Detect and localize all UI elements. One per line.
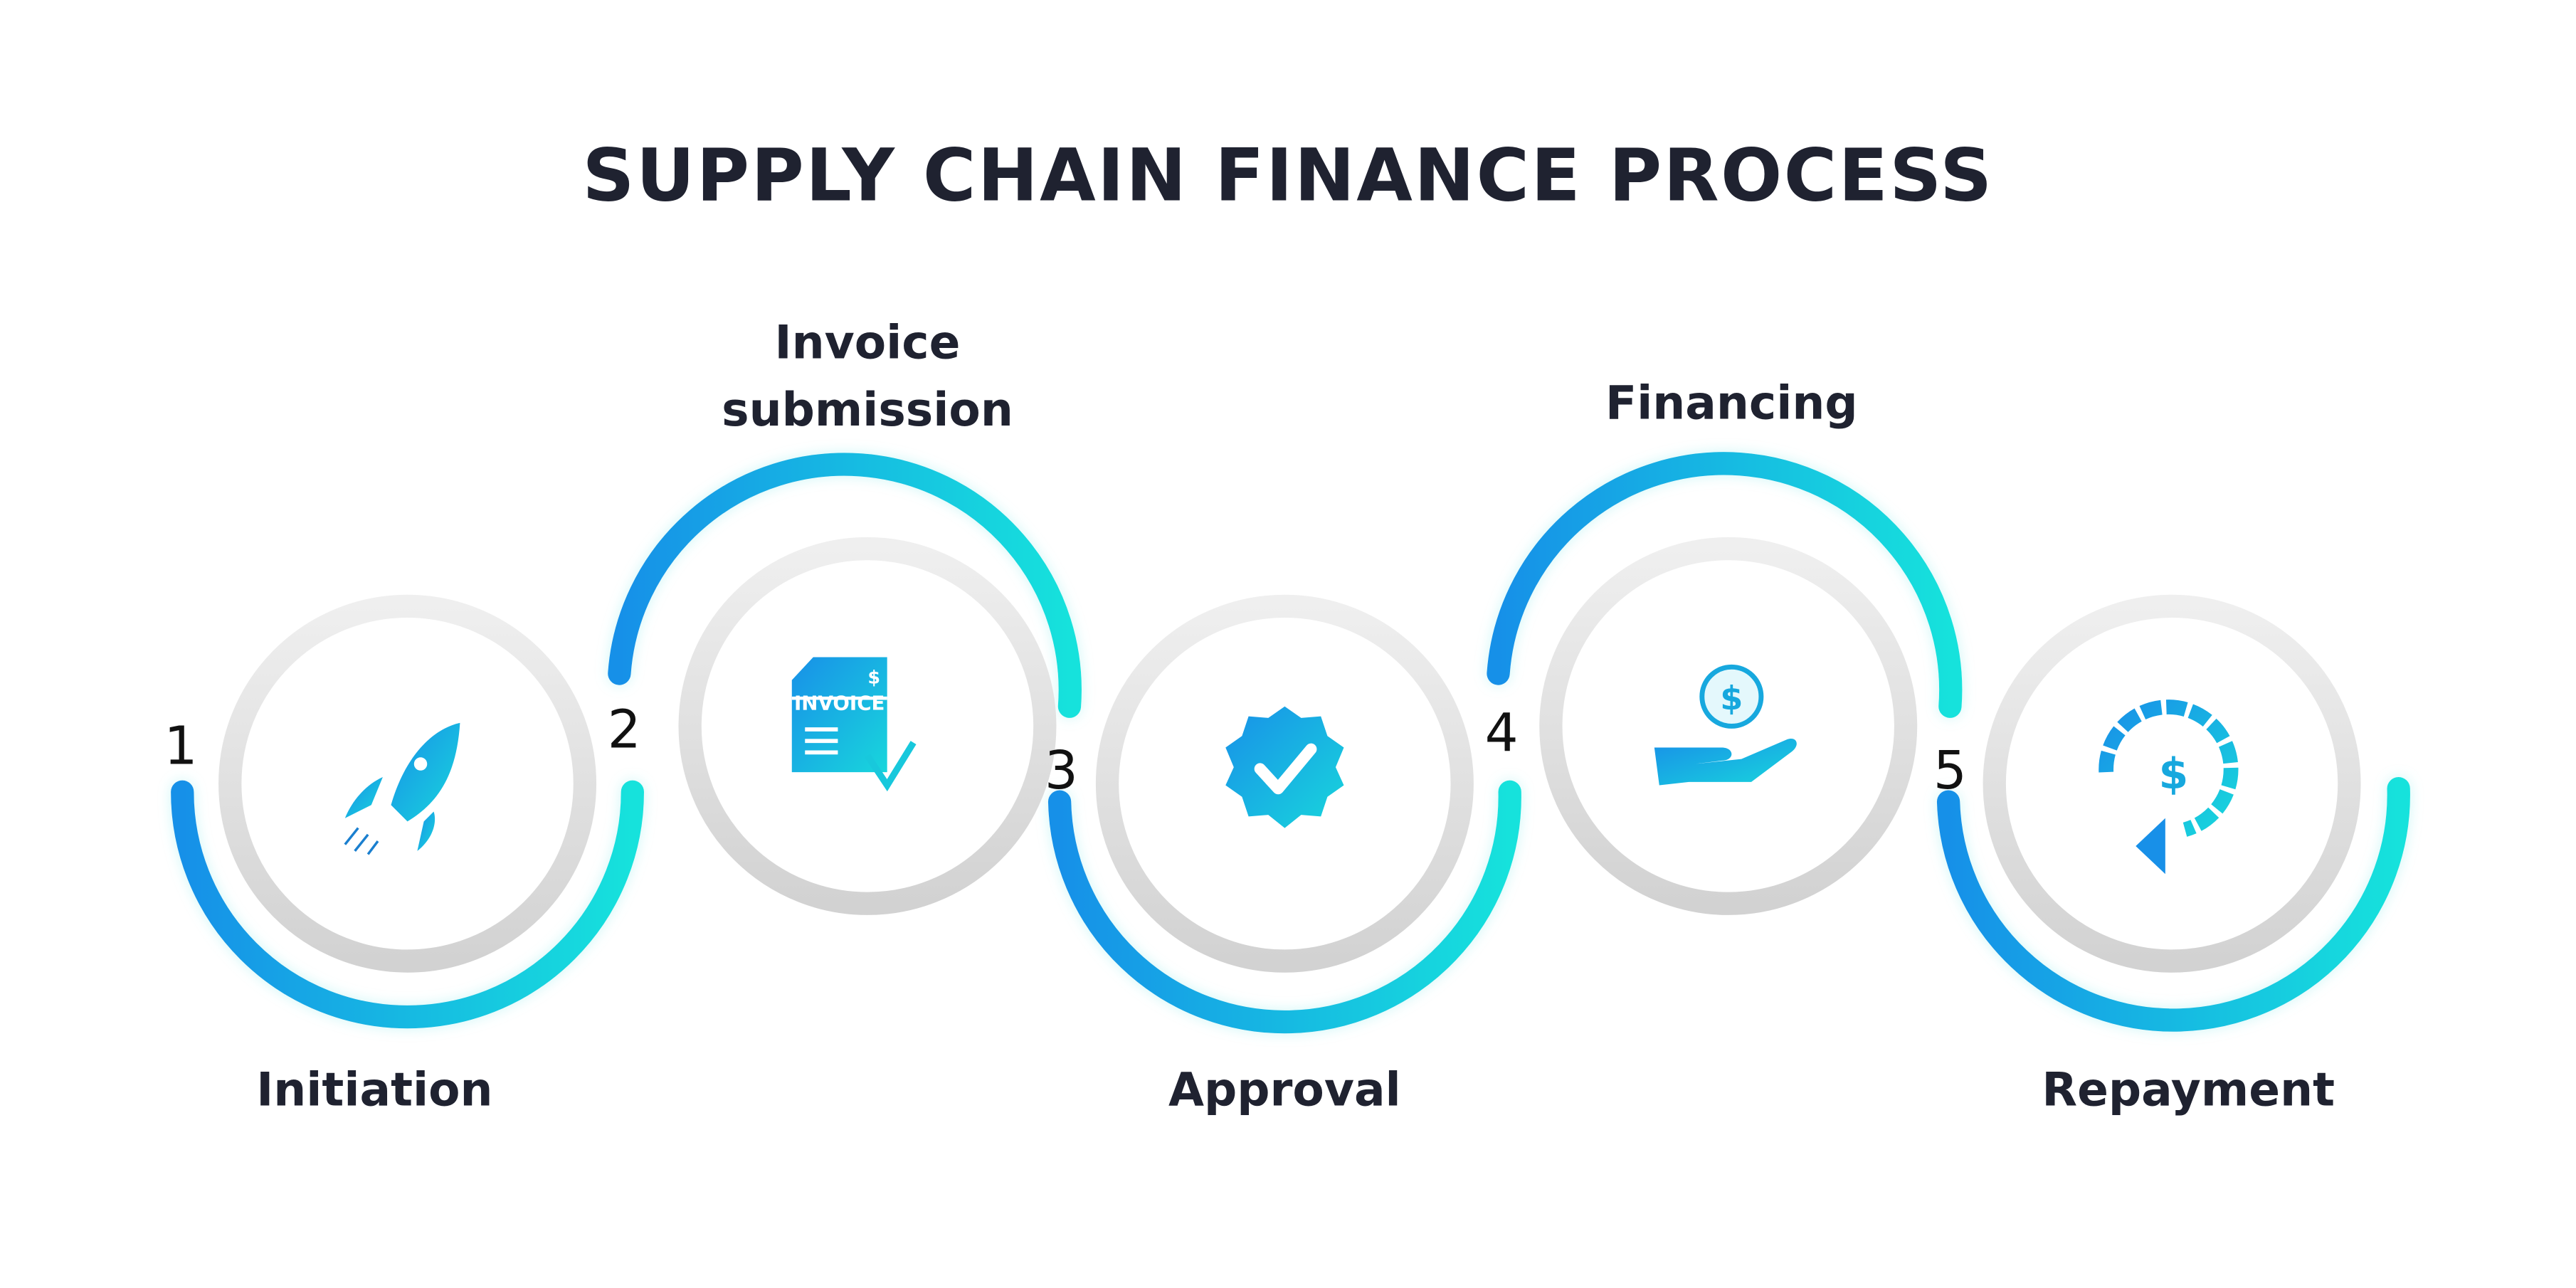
step-1-arc [171,780,644,1029]
step-1-label: Initiation [256,1064,492,1117]
invoice-icon: INVOICE $ [791,657,917,792]
step-5-ring [1983,594,2361,973]
step-5-arc [1936,777,2410,1032]
step-2-arc [608,453,1082,718]
step-3-number: 3 [1045,740,1078,801]
step-4-arc [1487,452,1963,718]
verified-badge-icon [1225,706,1344,828]
step-2-label-line2: submission [722,384,1013,437]
step-3-label: Approval [1168,1064,1401,1117]
step-2-label-line1: Invoice [775,316,961,369]
page-title: SUPPLY CHAIN FINANCE PROCESS [582,134,1993,218]
step-1-number: 1 [164,716,197,777]
hand-coin-icon: $ [1654,664,1797,786]
invoice-dollar: $ [867,666,880,687]
step-2-number: 2 [608,699,641,760]
invoice-text: INVOICE [794,691,885,714]
step-4-label: Financing [1605,377,1858,431]
step-5-label: Repayment [2042,1064,2335,1117]
repayment-cycle-icon: $ [2099,700,2239,875]
step-5-number: 5 [1933,740,1967,801]
step-4-number: 4 [1485,702,1519,764]
rocket-icon [344,722,460,855]
coin-dollar: $ [1720,679,1743,717]
step-3-arc [1047,780,1521,1034]
repayment-dollar: $ [2158,749,2188,799]
